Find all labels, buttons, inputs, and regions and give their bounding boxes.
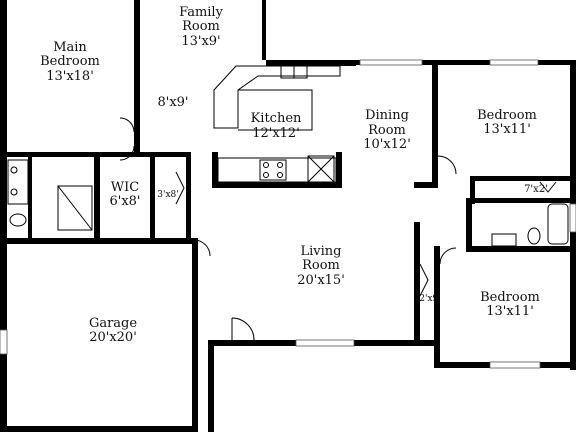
- wall-kitchen-bottom: [212, 182, 342, 188]
- stove: [259, 159, 287, 181]
- hall-size: 8'x9': [157, 95, 188, 110]
- door-front: [231, 317, 255, 341]
- wall-dining-return: [414, 182, 438, 188]
- window-bath-right: [569, 203, 576, 233]
- family-room-name-1: Family: [179, 5, 224, 20]
- wall-vanity: [28, 152, 32, 238]
- wall-hall-lower: [134, 118, 140, 154]
- window-bedroom-top: [489, 59, 539, 66]
- door-bath: [119, 145, 135, 161]
- wall-kitchen-left: [212, 152, 218, 188]
- wall-wic-closet: [150, 152, 155, 240]
- door-closet-small: [539, 181, 557, 193]
- wall-bath-wic: [94, 152, 100, 240]
- bedroom-top-size: 13'x11': [483, 122, 531, 137]
- wall-closet-right-left: [414, 222, 420, 340]
- toilet-right: [527, 227, 541, 245]
- bath-fixtures: [7, 159, 569, 247]
- closet-right-size: 2'x9': [419, 294, 440, 304]
- door-closet-left: [175, 171, 185, 205]
- main-bedroom-name-1: Main: [53, 40, 87, 55]
- wic-size: 6'x8': [109, 194, 140, 209]
- dining-room-size: 10'x12': [363, 137, 411, 152]
- wall-family-right: [262, 0, 266, 60]
- vanity-right: [491, 233, 517, 247]
- windows: [0, 59, 576, 369]
- window-living: [295, 339, 355, 347]
- door-bedroom-bottom: [439, 247, 457, 265]
- kitchen-name: Kitchen: [251, 111, 302, 126]
- door-garage: [193, 239, 211, 257]
- wall-bath-left: [466, 198, 472, 252]
- wall-living-left-lower: [208, 340, 214, 432]
- vanity: [7, 159, 29, 205]
- wall-bedroom-bottom-left: [434, 246, 440, 366]
- main-bedroom-name-2: Bedroom: [40, 54, 100, 69]
- shower: [57, 185, 93, 231]
- closet-small-size: 7'x2': [524, 184, 548, 195]
- toilet: [9, 213, 27, 227]
- dining-room-name-2: Room: [368, 123, 406, 138]
- kitchen-fixtures: [213, 65, 341, 183]
- kitchen-island: [238, 89, 313, 131]
- doors: [119, 117, 557, 341]
- wall-closet-living: [186, 152, 191, 240]
- door-main-bedroom: [119, 117, 135, 133]
- main-bedroom-size: 13'x18': [46, 69, 94, 84]
- wall-bath-top: [470, 176, 576, 181]
- wall-garage-top: [0, 238, 196, 244]
- wall-bottom-step: [414, 340, 440, 346]
- living-room-size: 20'x15': [297, 273, 345, 288]
- door-closet-right: [419, 263, 429, 297]
- wall-top-right: [356, 60, 576, 65]
- window-garage: [0, 329, 8, 355]
- wall-kitchen-right: [336, 152, 342, 188]
- family-room-size: 13'x9': [181, 34, 220, 49]
- closet-left-size: 3'x8': [157, 190, 178, 200]
- bathtub-right: [547, 203, 569, 245]
- kitchen-size: 12'x12': [252, 126, 300, 141]
- bedroom-top-name: Bedroom: [477, 108, 537, 123]
- window-dining: [359, 59, 423, 66]
- wic-name: WIC: [111, 180, 139, 195]
- wall-dining-bedroom: [432, 60, 438, 186]
- wall-left-exterior: [0, 0, 7, 432]
- wall-closet-bottom: [470, 198, 576, 203]
- bedroom-bottom-size: 13'x11': [486, 304, 534, 319]
- wall-bedroom-family: [134, 0, 140, 118]
- family-room-name-2: Room: [182, 19, 220, 34]
- living-room-name-2: Room: [302, 258, 340, 273]
- dining-room-name-1: Dining: [365, 108, 409, 123]
- door-bedroom-top: [437, 155, 457, 175]
- window-bedroom-bottom: [489, 361, 541, 369]
- garage-size: 20'x20': [89, 330, 137, 345]
- wall-closet-left: [470, 176, 475, 204]
- kitchen-lower-counter: [217, 157, 337, 183]
- refrigerator: [307, 155, 335, 183]
- wall-garage-right: [192, 238, 198, 432]
- living-room-name-1: Living: [301, 244, 342, 259]
- wall-bath-bottom: [470, 246, 576, 252]
- garage-name: Garage: [89, 316, 137, 331]
- bedroom-bottom-name: Bedroom: [480, 290, 540, 305]
- wall-garage-bottom: [0, 426, 198, 432]
- wall-top-kitchen: [266, 60, 356, 66]
